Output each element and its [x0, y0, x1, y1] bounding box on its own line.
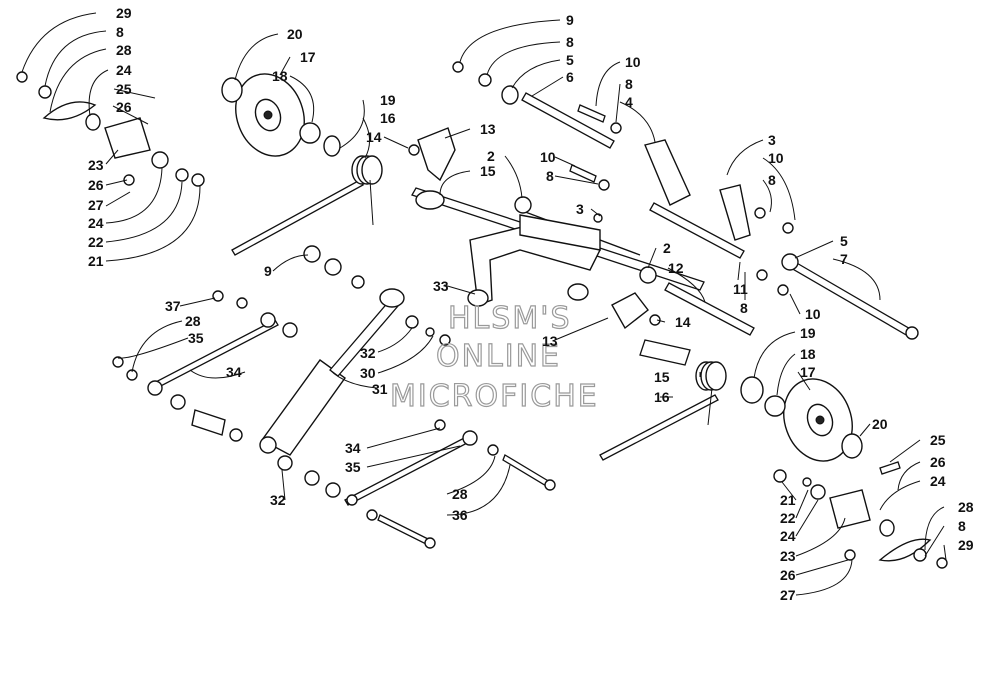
torsion-spring-left — [351, 155, 383, 226]
callout: 26 — [116, 99, 132, 115]
callout: 21 — [780, 492, 796, 508]
callout: 35 — [188, 330, 204, 346]
callout: 3 — [768, 132, 776, 148]
callout: 36 — [452, 507, 468, 523]
callout: 30 — [360, 365, 376, 381]
idler-wheel-right — [783, 378, 853, 462]
callout: 19 — [380, 92, 396, 108]
callout: 23 — [88, 157, 104, 173]
bolt-lower-right — [502, 454, 556, 491]
upper-rod-6 — [521, 92, 615, 149]
rod-12 — [664, 282, 755, 336]
callout: 17 — [800, 364, 816, 380]
callout: 2 — [487, 148, 495, 164]
small-hardware — [16, 61, 948, 569]
watermark: HLSM'S ONLINE MICROFICHE — [389, 300, 599, 414]
callout: 34 — [345, 440, 361, 456]
callout: 16 — [654, 389, 670, 405]
callout: 17 — [300, 49, 316, 65]
callout: 29 — [116, 5, 132, 21]
callout: 11 — [733, 281, 748, 297]
callout: 10 — [768, 150, 784, 166]
callout: 22 — [88, 234, 104, 250]
callout: 27 — [780, 587, 796, 603]
shock-absorber — [259, 288, 405, 456]
callout: 9 — [264, 263, 272, 279]
callout: 32 — [270, 492, 286, 508]
callout: 6 — [566, 69, 574, 85]
callout: 26 — [780, 567, 796, 583]
callout: 18 — [800, 346, 816, 362]
callout: 7 — [840, 251, 848, 267]
callout: 28 — [116, 42, 132, 58]
callout: 5 — [566, 52, 574, 68]
callout: 25 — [116, 81, 132, 97]
callout: 16 — [380, 110, 396, 126]
callout: 14 — [366, 129, 382, 145]
callout: 20 — [872, 416, 888, 432]
callout: 9 — [566, 12, 574, 28]
callout: 3 — [576, 201, 584, 217]
idler-wheel-left — [235, 73, 305, 157]
callout: 8 — [768, 172, 776, 188]
callout: 28 — [185, 313, 201, 329]
callout: 29 — [958, 537, 974, 553]
callout: 12 — [668, 260, 684, 276]
callout: 22 — [780, 510, 796, 526]
callout: 25 — [930, 432, 946, 448]
callout: 4 — [625, 94, 633, 110]
callout: 8 — [958, 518, 966, 534]
callout: 13 — [480, 121, 496, 137]
callout: 26 — [88, 177, 104, 193]
callout: 10 — [805, 306, 821, 322]
callout: 18 — [272, 68, 288, 84]
callout: 33 — [433, 278, 449, 294]
callout: 24 — [116, 62, 132, 78]
callout: 21 — [88, 253, 104, 269]
callout: 13 — [542, 333, 558, 349]
callout: 10 — [540, 149, 556, 165]
callout: 10 — [625, 54, 641, 70]
callout: 8 — [116, 24, 124, 40]
callout: 26 — [930, 454, 946, 470]
watermark-line-2: ONLINE — [436, 339, 561, 374]
callout-labels: 29 8 28 24 25 26 23 26 27 24 22 21 20 17… — [88, 5, 974, 603]
callout: 24 — [930, 473, 946, 489]
rod-35-upper — [149, 319, 279, 391]
leader-lines — [21, 12, 947, 596]
watermark-line-3: MICROFICHE — [390, 379, 599, 414]
callout: 28 — [958, 499, 974, 515]
callout: 20 — [287, 26, 303, 42]
rod-11 — [649, 202, 745, 259]
callout: 14 — [675, 314, 691, 330]
callout: 23 — [780, 548, 796, 564]
callout: 34 — [226, 364, 242, 380]
callout: 8 — [566, 34, 574, 50]
callout: 24 — [88, 215, 104, 231]
torsion-spring-right — [695, 361, 727, 426]
watermark-line-1: HLSM'S — [448, 301, 572, 336]
callout: 15 — [480, 163, 496, 179]
callout: 2 — [663, 240, 671, 256]
callout: 8 — [740, 300, 748, 316]
callout: 5 — [840, 233, 848, 249]
callout: 37 — [165, 298, 181, 314]
torsion-spring-arm-right — [599, 394, 719, 461]
callout: 27 — [88, 197, 104, 213]
callout: 35 — [345, 459, 361, 475]
callout: 24 — [780, 528, 796, 544]
front-arm-bracket — [644, 139, 751, 241]
torsion-spring-arm-left — [231, 179, 364, 256]
bolt-36 — [377, 514, 436, 549]
callout: 8 — [625, 76, 633, 92]
callout: 8 — [546, 168, 554, 184]
callout: 32 — [360, 345, 376, 361]
callout: 31 — [372, 381, 388, 397]
callout: 28 — [452, 486, 468, 502]
callout: 19 — [800, 325, 816, 341]
callout: 15 — [654, 369, 670, 385]
